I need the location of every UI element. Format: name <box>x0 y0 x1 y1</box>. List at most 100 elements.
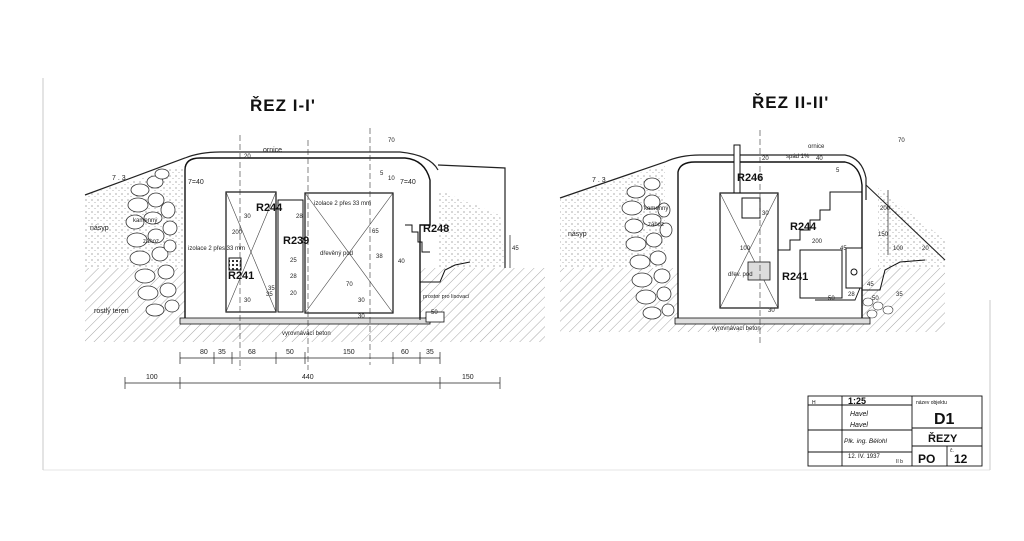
tb-drawing-name: ŘEZY <box>928 432 958 445</box>
s2-ornice: ornice <box>808 144 825 150</box>
tb-h: H <box>812 400 816 406</box>
embankment-dots-1b <box>438 190 505 268</box>
s1-misc-0: 70 <box>388 138 395 144</box>
s1-dim-overall-0: 100 <box>146 374 158 381</box>
section-2-drawing <box>559 130 946 345</box>
s2-misc-8: 100 <box>893 246 904 252</box>
room-label-r244: R244 <box>256 202 283 214</box>
s1-misc-19: 28 <box>296 214 303 220</box>
tb-sheet-code: PO <box>918 452 935 466</box>
s1-misc-8: 38 <box>376 254 383 260</box>
s2-nasyp: násyp <box>568 231 587 238</box>
s2-vyrovnavaci: vyrovnávací beton <box>712 326 761 332</box>
s1-dim-overall-2: 150 <box>462 374 474 381</box>
s1-num40: 7=40 <box>188 179 204 186</box>
s2-misc-17: 28 <box>848 292 855 298</box>
s2-misc-12: 100 <box>740 246 751 252</box>
s2-kamenny: kamenný <box>644 206 668 212</box>
s1-misc-1: 20 <box>244 154 251 160</box>
section-2-title: ŘEZ II-II' <box>752 93 830 112</box>
s1-dim-3: 50 <box>286 349 294 356</box>
s1-dim-1: 35 <box>218 349 226 356</box>
s1-misc-12: 28 <box>290 274 297 280</box>
s2-misc-3: 30 <box>762 211 769 217</box>
room-label-r244-s2: R244 <box>790 221 817 233</box>
s2-misc-10: 45 <box>867 282 874 288</box>
section-1-title: ŘEZ I-I' <box>250 96 316 115</box>
s1-num40b: 7=40 <box>400 179 416 186</box>
floor-slab-1 <box>179 317 431 325</box>
tb-corner: II b <box>896 459 903 465</box>
vent-grille-1 <box>228 257 242 271</box>
s1-tilde: 7 . 3 <box>112 175 126 182</box>
s1-misc-4: 30 <box>358 298 365 304</box>
s1-podlaha: dřevěný pod <box>320 251 353 257</box>
s1-misc-10: 50 <box>431 310 438 316</box>
s1-izolace-left: izolace 2 přes 33 mm <box>188 246 245 252</box>
room-label-r248: R248 <box>423 223 449 235</box>
s1-rostly: rostlý teren <box>94 308 129 315</box>
section-1-drawing <box>84 128 545 389</box>
room-label-r241: R241 <box>228 270 254 282</box>
s2-spad: spád 1% <box>786 154 810 160</box>
s2-tilde: 7 . 3 <box>592 177 606 184</box>
s1-dim-5: 60 <box>401 349 409 356</box>
s2-podlaha: dřev. pod <box>728 272 753 278</box>
s1-misc-5: 40 <box>398 259 405 265</box>
tb-sig2: Havel <box>850 422 868 429</box>
s1-vyrovnavaci: vyrovnávací beton <box>282 331 331 337</box>
terrain-slope-1 <box>84 151 439 196</box>
s1-ornice: ornice <box>263 147 282 154</box>
s2-misc-7: 200 <box>812 239 823 245</box>
tb-sheet-label: č. <box>950 448 954 454</box>
room-label-r239: R239 <box>283 235 309 247</box>
s2-misc-14: 30 <box>768 308 775 314</box>
s2-misc-6: 200 <box>880 206 891 212</box>
room-label-r241-s2: R241 <box>782 271 808 283</box>
s2-misc-2: 40 <box>816 156 823 162</box>
s1-misc-2: 30 <box>244 214 251 220</box>
s2-zahoz: zához <box>648 222 664 228</box>
tb-obj-label: název objektu <box>916 400 947 406</box>
s1-misc-9: 35 <box>268 286 275 292</box>
s1-misc-18: 5 <box>380 171 384 177</box>
s1-dim-6: 35 <box>426 349 434 356</box>
title-block <box>807 395 983 467</box>
terrain-slope-2 <box>559 154 867 200</box>
s1-misc-15: 70 <box>346 282 353 288</box>
s1-misc-20: 30 <box>358 314 365 320</box>
s1-misc-3: 30 <box>244 298 251 304</box>
s1-misc-14: 200 <box>232 230 243 236</box>
tb-checked: Plk. ing. Bělohl <box>844 438 888 445</box>
s1-dim-0: 80 <box>200 349 208 356</box>
stone-wall-1 <box>125 168 180 317</box>
s2-misc-16: 50 <box>828 296 835 302</box>
s1-misc-6: 45 <box>512 246 519 252</box>
room-label-r246: R246 <box>737 172 763 184</box>
s1-izolace-right: izolace 2 přes 33 mm <box>314 201 371 207</box>
corridor-1 <box>277 199 304 313</box>
s1-dim-4: 150 <box>343 349 355 356</box>
s2-misc-0: 70 <box>898 138 905 144</box>
s1-misc-16: 35 <box>266 292 273 298</box>
s1-misc-11: 20 <box>290 291 297 297</box>
s1-misc-17: 65 <box>372 229 379 235</box>
s2-misc-4: 45 <box>840 246 847 252</box>
s1-dim-2: 68 <box>248 349 256 356</box>
s1-misc-13: 25 <box>290 258 297 264</box>
s1-dim-overall-1: 440 <box>302 374 314 381</box>
s1-nasyp: násyp <box>90 225 109 232</box>
tb-scale: 1:25 <box>848 396 866 406</box>
s1-prostor: prostor pro lisovací <box>423 294 470 300</box>
s2-misc-9: 20 <box>922 246 929 252</box>
tb-sheet-no: 12 <box>954 452 968 466</box>
s2-misc-1: 20 <box>762 156 769 162</box>
floor-slab-2 <box>674 317 871 325</box>
tb-object: D1 <box>934 411 955 428</box>
s1-kamenny: kamenný <box>133 218 157 224</box>
s1-misc-7: 10 <box>388 176 395 182</box>
tb-sig1: Havel <box>850 411 868 418</box>
s2-misc-11: 50 <box>872 296 879 302</box>
